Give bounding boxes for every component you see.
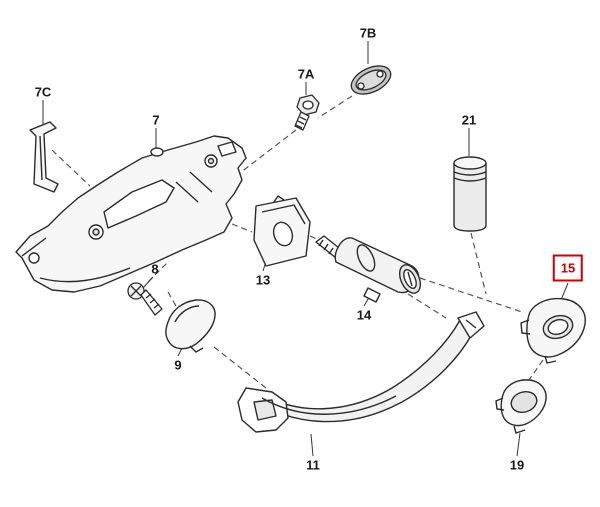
- part-label-11[interactable]: 11: [306, 457, 320, 473]
- part-label-21[interactable]: 21: [461, 112, 477, 128]
- part-15-end-cap-drawing: [520, 297, 586, 364]
- part-9-curved-cover-drawing: [165, 299, 216, 353]
- part-19-end-cap-drawing: [495, 379, 547, 434]
- part-7a-bolt-drawing: [294, 94, 320, 131]
- part-label-9[interactable]: 9: [174, 357, 182, 373]
- part-label-8[interactable]: 8: [151, 261, 159, 277]
- part-label-7c[interactable]: 7C: [34, 84, 52, 100]
- part-21-cylinder-drawing: [453, 156, 487, 232]
- label-leader-lines: [42, 41, 569, 457]
- part-label-19[interactable]: 19: [509, 457, 525, 473]
- part-label-13[interactable]: 13: [255, 272, 271, 288]
- part-8-screw-drawing: [127, 282, 163, 316]
- part-13-gasket-plate-drawing: [253, 195, 311, 267]
- part-label-7a[interactable]: 7A: [297, 66, 315, 82]
- part-7b-oval-cap-drawing: [350, 65, 392, 95]
- part-label-14[interactable]: 14: [356, 307, 372, 323]
- part-11-door-handle-drawing: [237, 311, 485, 433]
- part-label-7[interactable]: 7: [152, 112, 160, 128]
- part-14-lock-cylinder-drawing: [315, 235, 422, 303]
- part-7-carrier-frame-drawing: [15, 135, 247, 293]
- part-label-7b[interactable]: 7B: [359, 25, 377, 41]
- part-7c-retaining-clip-drawing: [29, 121, 59, 193]
- part-label-15-highlighted[interactable]: 15: [552, 254, 584, 282]
